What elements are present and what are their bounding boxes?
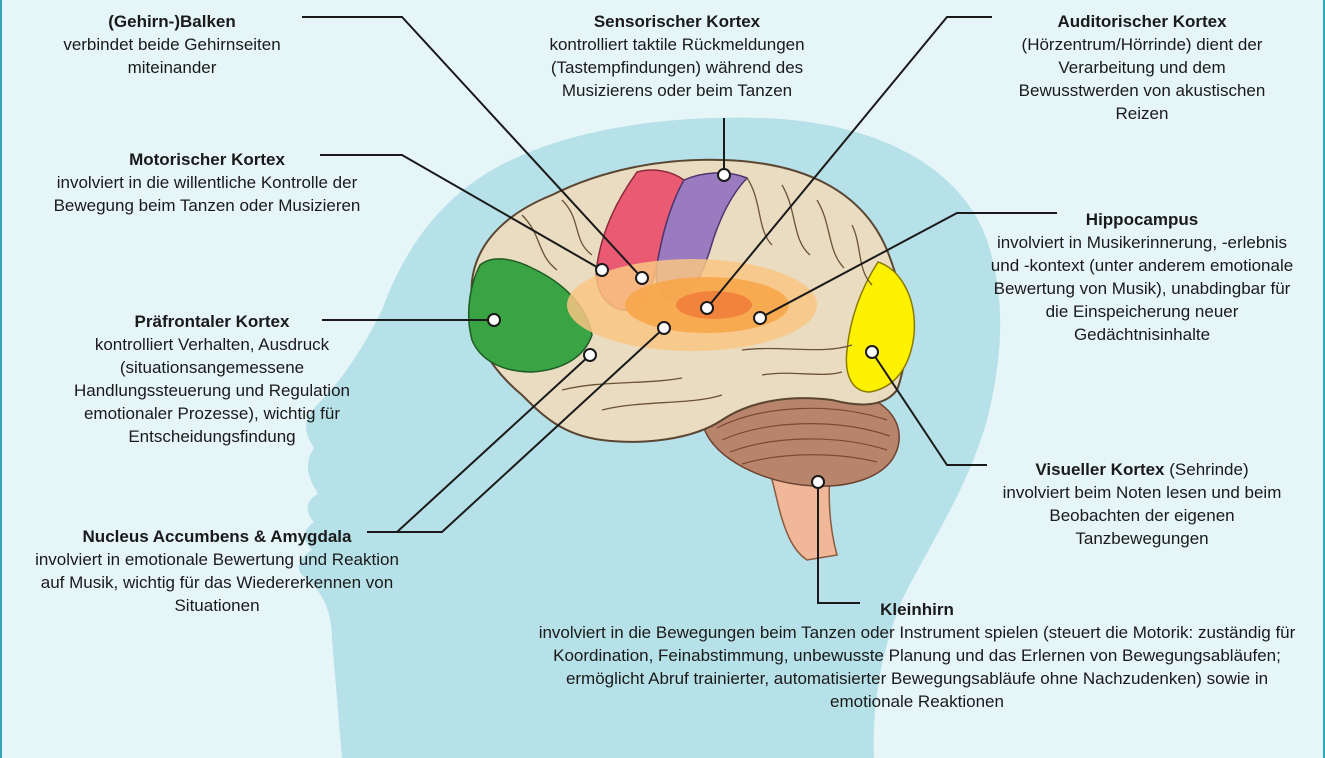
label-nucleus-desc: involviert in emotionale Bewertung und R… xyxy=(32,548,402,617)
marker-cerebellum xyxy=(812,476,824,488)
label-visuell-desc: involviert beim Noten lesen und beim Beo… xyxy=(987,481,1297,550)
marker-balken xyxy=(636,272,648,284)
auditory-band-core xyxy=(676,291,752,319)
label-auditorisch-title: Auditorischer Kortex xyxy=(1057,12,1226,31)
label-balken-title: (Gehirn-)Balken xyxy=(108,12,236,31)
marker-prefrontal xyxy=(488,314,500,326)
marker-motor xyxy=(596,264,608,276)
label-sensorisch: Sensorischer Kortex kontrolliert taktile… xyxy=(507,10,847,102)
label-motorisch: Motorischer Kortex involviert in die wil… xyxy=(22,148,392,217)
marker-nucleus-b xyxy=(658,322,670,334)
marker-visual xyxy=(866,346,878,358)
label-sensorisch-desc: kontrolliert taktile Rückmeldungen (Tast… xyxy=(507,33,847,102)
marker-sensory xyxy=(718,169,730,181)
label-hippocampus-desc: involviert in Musikerinnerung, -erlebnis… xyxy=(987,231,1297,346)
label-auditorisch: Auditorischer Kortex (Hörzentrum/Hörrind… xyxy=(1007,10,1277,125)
marker-nucleus-a xyxy=(584,349,596,361)
label-visuell-suffix: (Sehrinde) xyxy=(1169,460,1248,479)
label-kleinhirn-title: Kleinhirn xyxy=(880,600,954,619)
label-nucleus: Nucleus Accumbens & Amygdala involviert … xyxy=(32,525,402,617)
label-kleinhirn-desc: involviert in die Bewegungen beim Tanzen… xyxy=(537,621,1297,713)
label-motorisch-title: Motorischer Kortex xyxy=(129,150,285,169)
label-balken-desc: verbindet beide Gehirnseiten miteinander xyxy=(47,33,297,79)
label-motorisch-desc: involviert in die willentliche Kontrolle… xyxy=(22,171,392,217)
label-praefrontal: Präfrontaler Kortex kontrolliert Verhalt… xyxy=(52,310,372,448)
label-visuell-title: Visueller Kortex xyxy=(1035,460,1164,479)
label-praefrontal-title: Präfrontaler Kortex xyxy=(135,312,290,331)
label-hippocampus-title: Hippocampus xyxy=(1086,210,1198,229)
label-visuell: Visueller Kortex (Sehrinde) involviert b… xyxy=(987,458,1297,550)
label-kleinhirn: Kleinhirn involviert in die Bewegungen b… xyxy=(537,598,1297,713)
label-balken: (Gehirn-)Balken verbindet beide Gehirnse… xyxy=(47,10,297,79)
marker-hippocampus xyxy=(754,312,766,324)
label-auditorisch-desc: (Hörzentrum/Hörrinde) dient der Verarbei… xyxy=(1007,33,1277,125)
label-sensorisch-title: Sensorischer Kortex xyxy=(594,12,760,31)
label-praefrontal-desc: kontrolliert Verhalten, Ausdruck (situat… xyxy=(52,333,372,448)
label-hippocampus: Hippocampus involviert in Musikerinnerun… xyxy=(987,208,1297,346)
label-nucleus-title: Nucleus Accumbens & Amygdala xyxy=(83,527,352,546)
marker-auditory xyxy=(701,302,713,314)
